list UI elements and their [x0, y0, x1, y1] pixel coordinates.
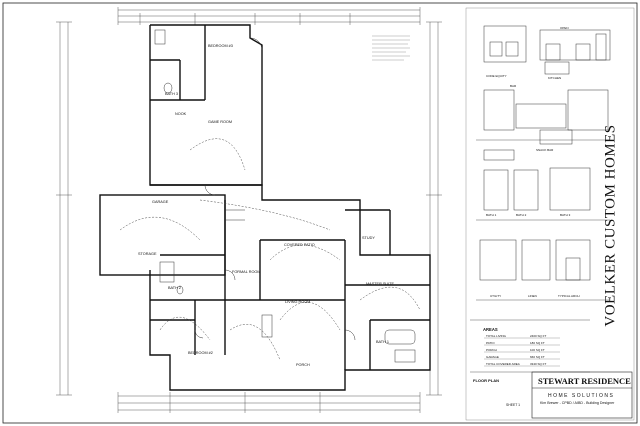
builder-title: VOELKER CUSTOM HOMES	[596, 120, 626, 330]
detail-label-bath2: BATH 2	[516, 213, 527, 217]
area-row-value: 100 SQ FT	[530, 348, 545, 352]
room-formal-room: FORMAL ROOM	[232, 270, 261, 274]
room-garage: GARAGE	[152, 200, 169, 204]
area-row-label: PORCH	[486, 348, 497, 352]
detail-label-snack-bar: SNACK BAR	[536, 148, 554, 152]
detail-label-linen: LINEN	[528, 294, 537, 298]
room-porch: PORCH	[296, 363, 310, 367]
detail-label-open: OPEN	[560, 26, 569, 30]
room-nook: NOOK	[175, 112, 187, 116]
area-row-value: 660 SQ FT	[530, 355, 545, 359]
room-bath-2: BATH 2	[168, 286, 182, 290]
plan-title: FLOOR PLAN	[473, 378, 499, 383]
room-bath-3: BATH 3	[165, 92, 179, 96]
builder-title-text: VOELKER CUSTOM HOMES	[602, 123, 619, 327]
room-bedroom-3: BEDROOM #3	[208, 44, 233, 48]
area-row-value: 3340 SQ FT	[530, 362, 547, 366]
room-master-bath: BATH 1	[376, 340, 390, 344]
room-covered-patio: COVERED PATIO	[284, 243, 315, 247]
room-storage: STORAGE	[138, 252, 157, 256]
area-row-label: TOTAL LIVING	[486, 334, 506, 338]
room-game-room: GAME ROOM	[208, 120, 233, 124]
room-master-suite: MASTER SUITE	[366, 282, 395, 286]
room-study: STUDY	[362, 236, 375, 240]
area-row-label: TOTAL COVERED AREA	[486, 362, 520, 366]
detail-label-bath3: BATH 3	[560, 213, 571, 217]
room-living-room: LIVING ROOM	[285, 300, 311, 304]
area-row-value: 2400 SQ FT	[530, 334, 547, 338]
detail-label-bar: BAR	[510, 84, 517, 88]
detail-label-utility: UTILITY	[490, 294, 502, 298]
areas-title: AREAS	[483, 327, 498, 332]
residence-name: STEWART RESIDENCE	[538, 376, 631, 386]
detail-label-code-equity: CODE EQUITY	[486, 74, 507, 78]
room-bedroom-2: BEDROOM #2	[188, 351, 213, 355]
detail-label-kitchen: KITCHEN	[548, 76, 562, 80]
area-row-label: GARAGE	[486, 355, 499, 359]
detail-label-bath1: BATH 1	[486, 213, 497, 217]
company-name: HOME SOLUTIONS	[548, 393, 615, 399]
area-row-label: PATIO	[486, 341, 495, 345]
sheet-number: SHEET 1	[506, 403, 521, 407]
detail-label-typical-arch: TYPICAL ARCH	[558, 294, 580, 298]
area-row-value: 180 SQ FT	[530, 341, 545, 345]
designer-credit: Kim Brewer - CPBD / AIBD - Building Desi…	[540, 401, 615, 405]
